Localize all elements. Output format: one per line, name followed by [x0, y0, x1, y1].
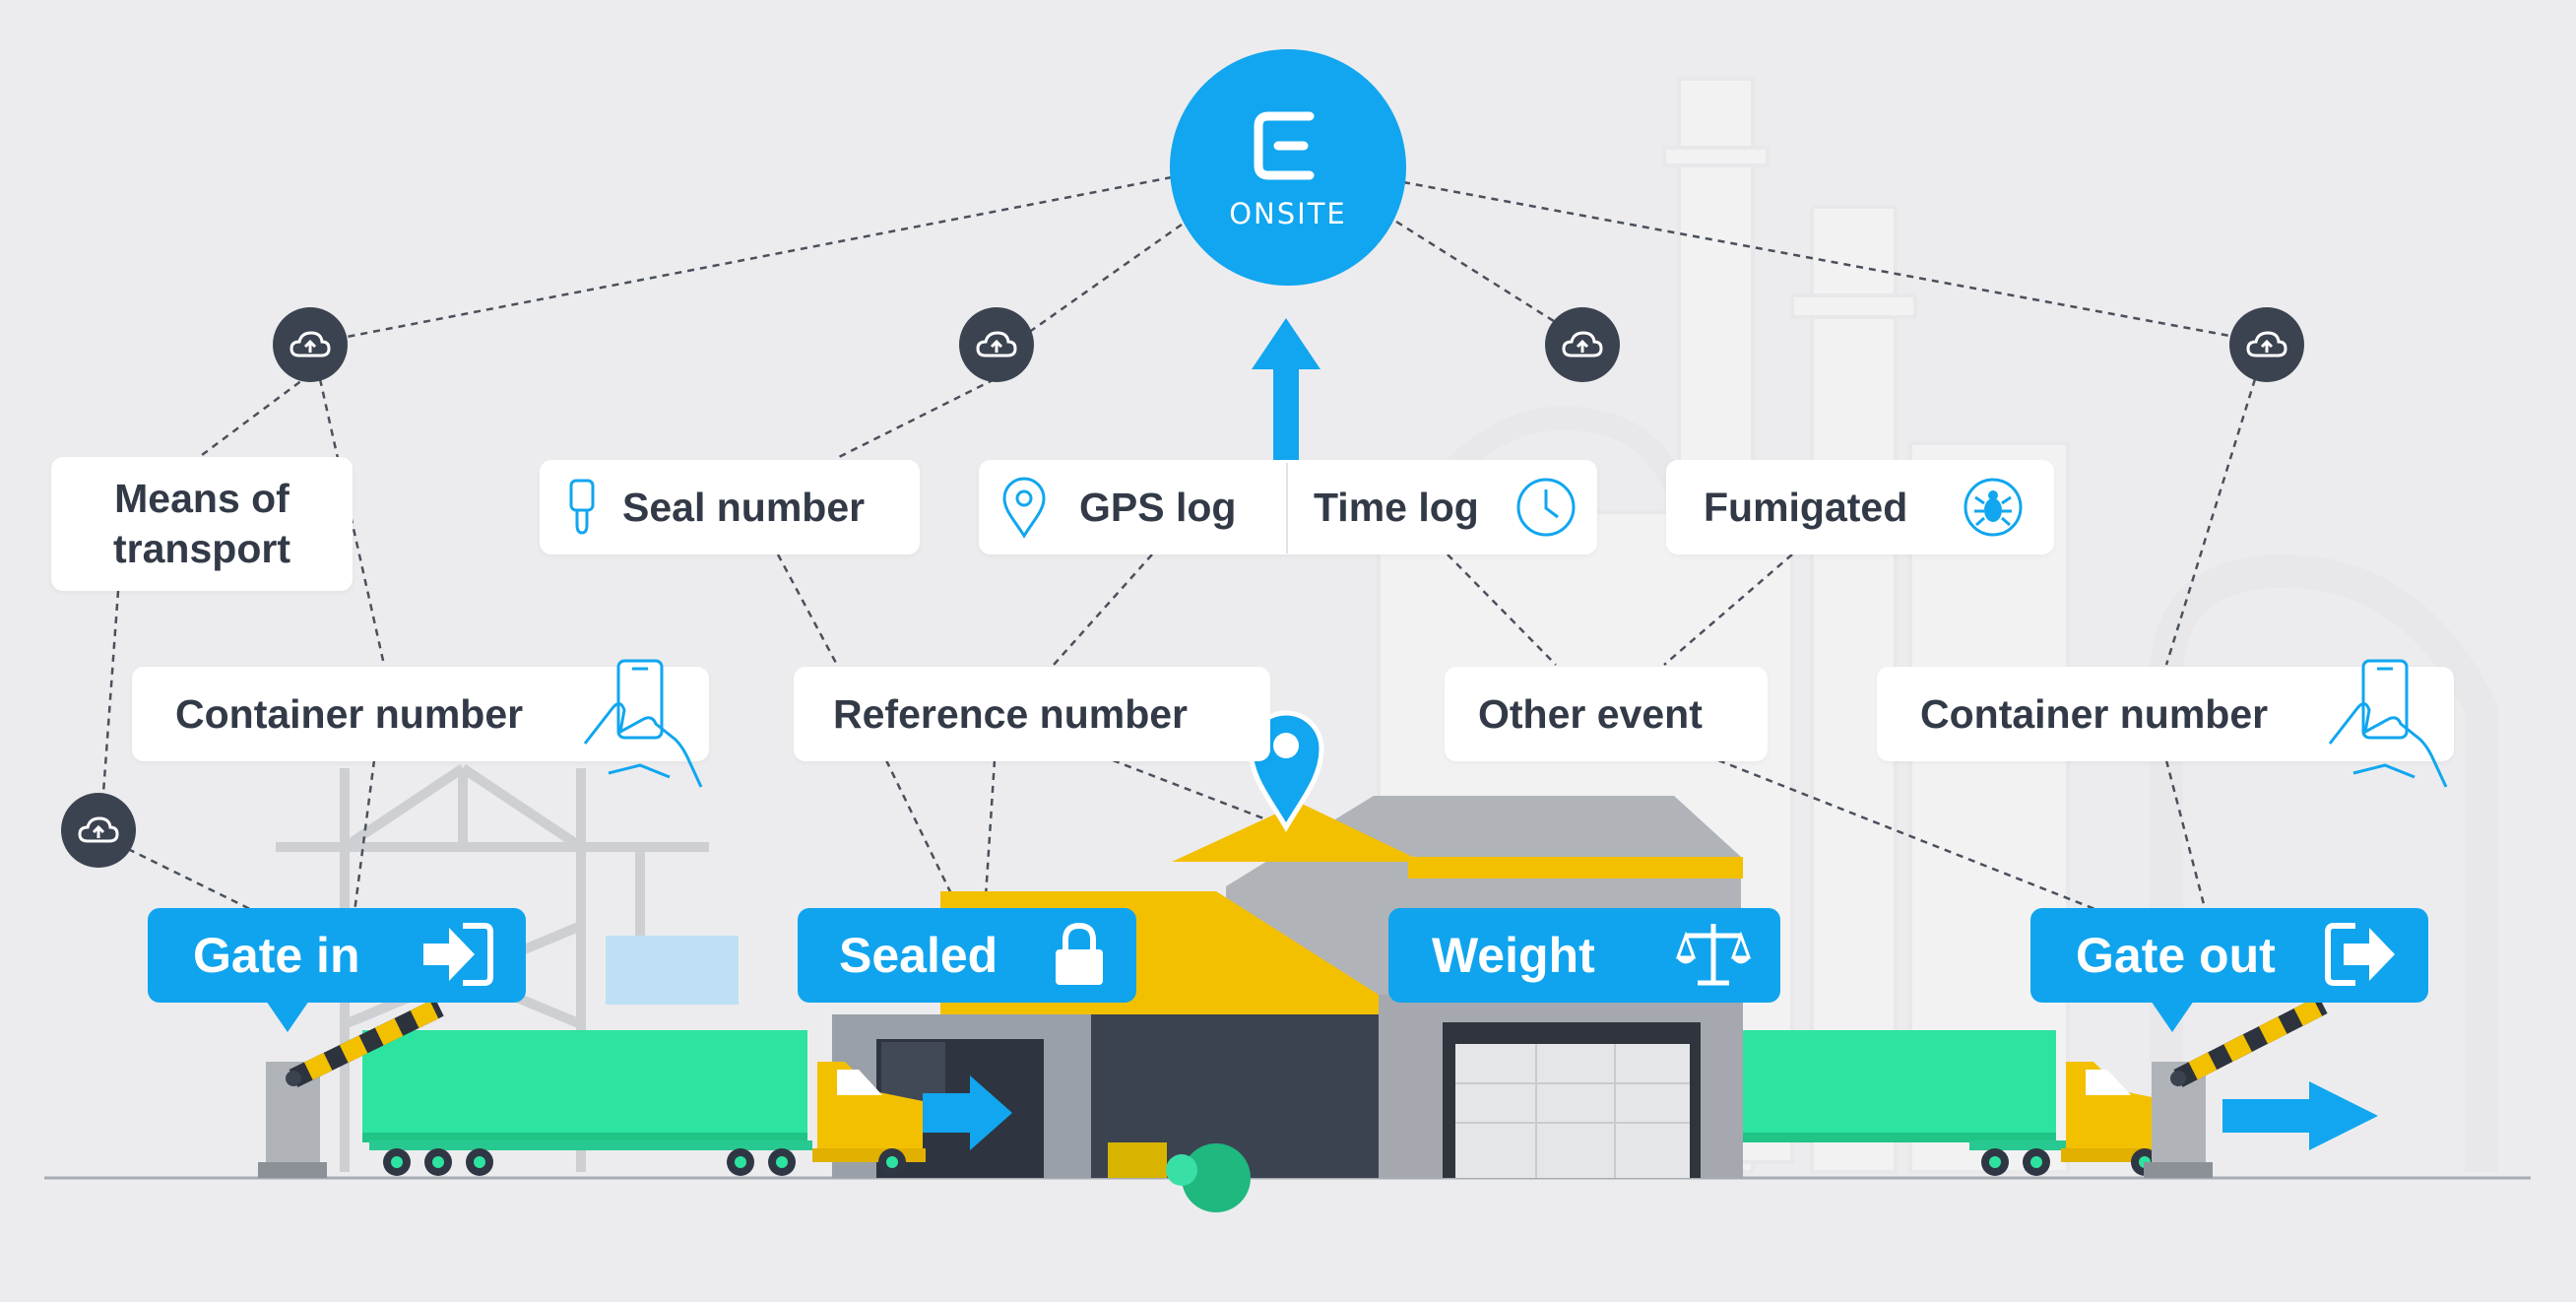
- fumigated-text: Fumigated: [1704, 484, 1908, 530]
- gps-time-divider: [1286, 463, 1288, 553]
- stage-gate-in: Gate in: [148, 908, 526, 1032]
- e-logo-icon: [1254, 111, 1315, 180]
- cloud-upload-icon: [976, 331, 1017, 358]
- weight-text: Weight: [1432, 928, 1595, 983]
- label-container-number-left: Container number: [132, 667, 709, 761]
- padlock-icon: [1056, 922, 1103, 985]
- container-number-right-text: Container number: [1920, 690, 2269, 737]
- drive-out-arrow-icon: [2222, 1081, 2378, 1150]
- hanging-container: [606, 936, 739, 1005]
- hub-label: ONSITE: [1229, 197, 1347, 230]
- hand-phone-icon: [2328, 659, 2448, 788]
- seal-tag-icon: [569, 479, 595, 535]
- label-means-of-transport: Means of transport: [51, 457, 353, 591]
- label-fumigated: Fumigated: [1666, 460, 2054, 554]
- cloud-node-1: [273, 307, 348, 382]
- label-seal-number: Seal number: [540, 460, 920, 554]
- cloud-node-4: [2229, 307, 2304, 382]
- gate-in-barrier: [258, 998, 444, 1178]
- gate-in-pointer: [266, 1001, 309, 1032]
- other-event-text: Other event: [1478, 690, 1703, 737]
- clock-icon: [1516, 478, 1576, 537]
- arrow-into-door-icon: [423, 923, 493, 986]
- label-other-event: Other event: [1445, 667, 1768, 761]
- cloud-node-2: [959, 307, 1034, 382]
- stage-gate-out: Gate out: [2030, 908, 2428, 1032]
- up-arrow-icon: [1252, 318, 1320, 461]
- sealed-text: Sealed: [839, 928, 998, 983]
- gate-out-barrier: [2144, 996, 2328, 1178]
- cloud-upload-icon: [1562, 331, 1603, 358]
- gate-out-text: Gate out: [2076, 928, 2276, 983]
- stage-sealed: Sealed: [798, 908, 1136, 1003]
- gps-log-text: GPS log: [1079, 484, 1237, 530]
- stage-weight: Weight: [1388, 908, 1780, 1003]
- warehouse: [832, 796, 1743, 1212]
- reference-number-text: Reference number: [833, 690, 1189, 737]
- hand-phone-icon: [583, 659, 703, 788]
- drive-in-arrow-icon: [923, 1075, 1012, 1150]
- truck-left: [362, 1030, 926, 1176]
- cloud-upload-icon: [290, 331, 331, 358]
- scale-icon: [1676, 924, 1751, 986]
- means-of-transport-text: Means of transport: [113, 476, 290, 571]
- truck-right: [1743, 1030, 2174, 1176]
- onsite-hub: ONSITE: [1170, 49, 1406, 286]
- cloud-node-3: [1545, 307, 1620, 382]
- location-pin-icon: [1002, 477, 1046, 539]
- arrow-out-door-icon: [2325, 923, 2395, 986]
- cloud-upload-icon: [2246, 331, 2287, 358]
- cloud-node-5: [61, 793, 136, 868]
- gate-in-text: Gate in: [193, 928, 360, 983]
- label-reference-number: Reference number: [794, 667, 1270, 761]
- container-crane: [276, 763, 709, 1172]
- time-log-text: Time log: [1314, 484, 1479, 530]
- cloud-upload-icon: [78, 816, 119, 843]
- label-container-number-right: Container number: [1877, 667, 2454, 761]
- gate-out-pointer: [2151, 1001, 2194, 1032]
- label-gps-time-log: GPS log Time log: [979, 460, 1597, 554]
- container-number-left-text: Container number: [175, 690, 524, 737]
- bug-icon: [1964, 478, 2023, 537]
- seal-number-text: Seal number: [622, 484, 866, 530]
